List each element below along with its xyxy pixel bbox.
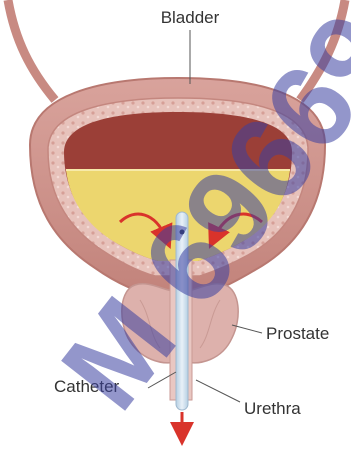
urethra-label: Urethra	[244, 399, 301, 418]
prostate-label: Prostate	[266, 324, 329, 343]
prostate-leader-line	[232, 325, 262, 333]
left-ureter	[8, 0, 55, 100]
bladder-label: Bladder	[161, 8, 220, 27]
urethra-leader-line	[196, 380, 240, 402]
